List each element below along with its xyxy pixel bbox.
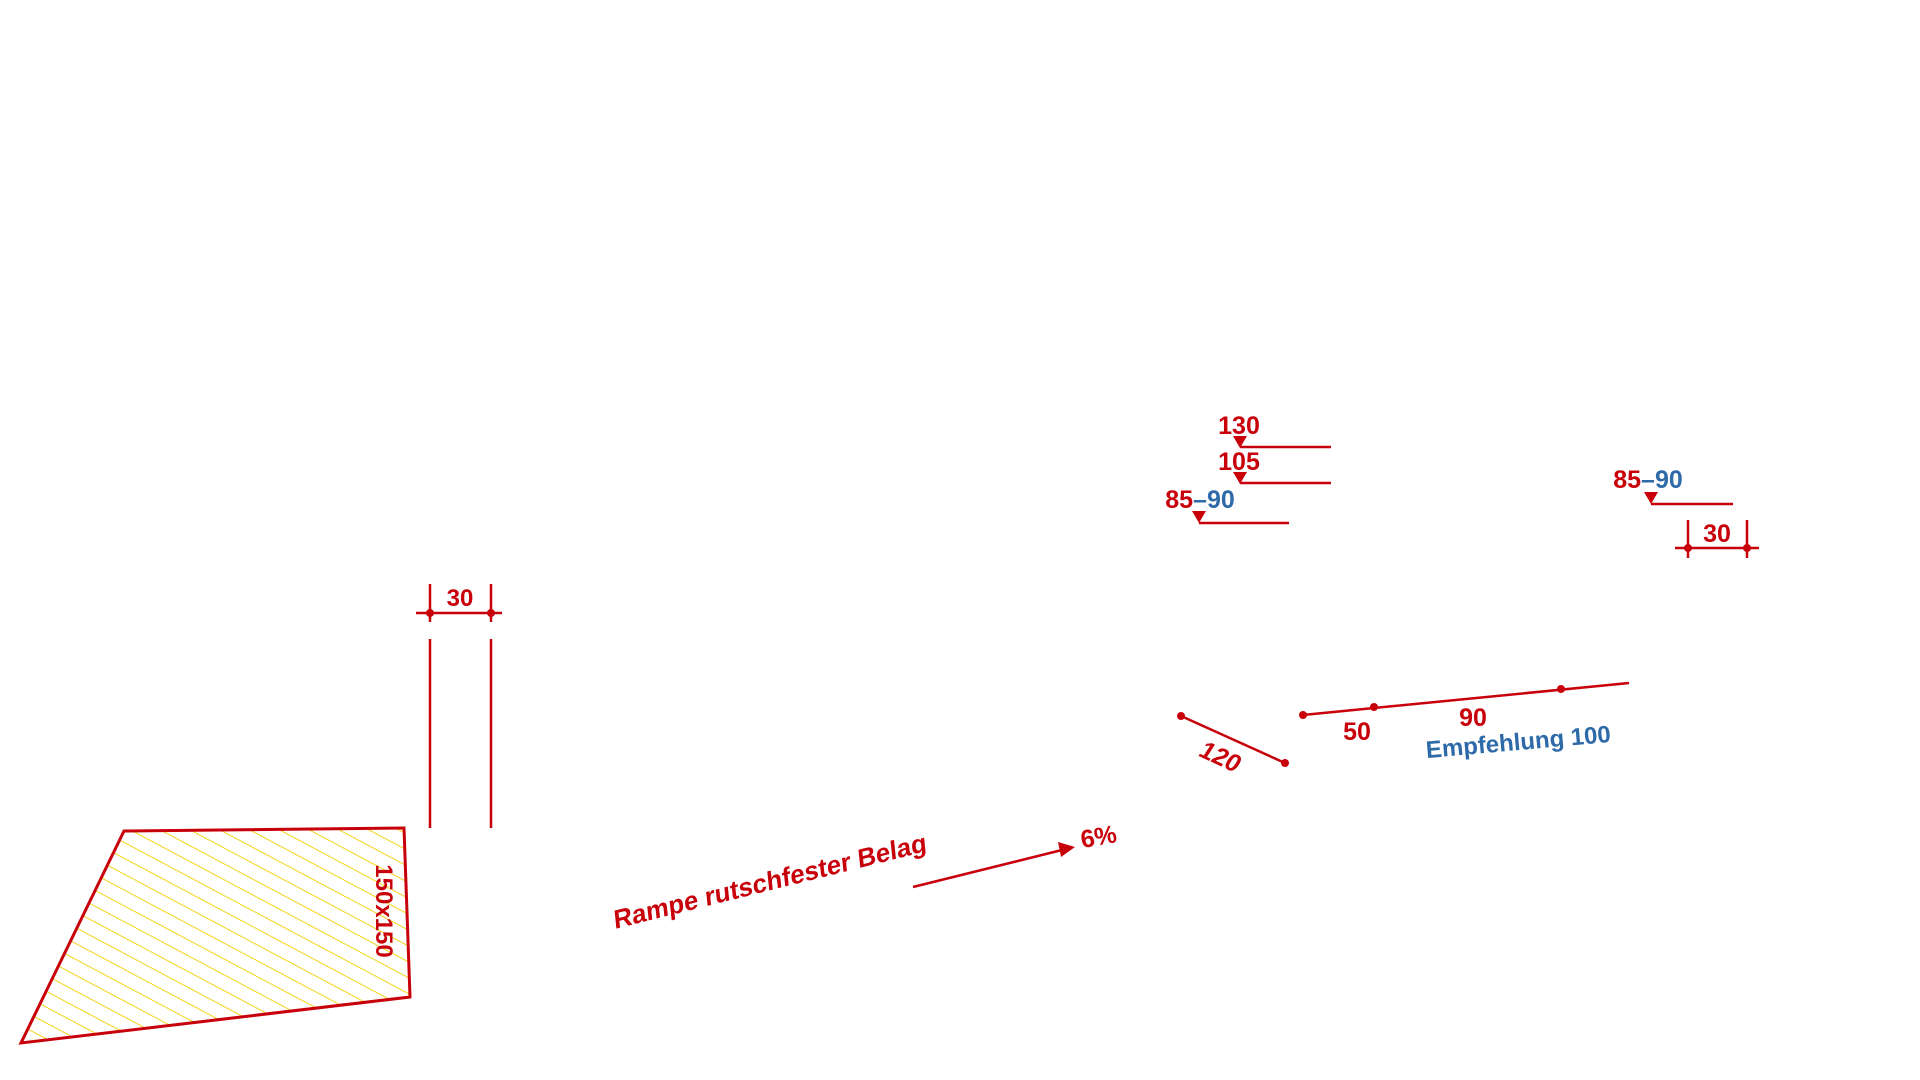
area-label: 150x150 (370, 864, 397, 957)
dimension-right-30: 30 (1675, 520, 1759, 558)
height-label: 105 (1218, 448, 1260, 476)
height-label: 130 (1218, 412, 1260, 440)
turning-area: 150x150 (18, 826, 412, 1045)
dimension-120: 120 (1177, 712, 1289, 778)
height-label: 85–90 (1165, 486, 1235, 514)
dimension-50-90: 50 90 Empfehlung 100 (1299, 681, 1630, 764)
height-marker-130: 130 (1218, 412, 1331, 449)
slope-label: 6% (1078, 820, 1118, 854)
ramp-label: Rampe rutschfester Belag (612, 827, 928, 935)
dimension-label: 50 (1343, 718, 1371, 746)
height-label: 85–90 (1613, 466, 1683, 494)
height-marker-105: 105 (1218, 448, 1331, 485)
dimension-label: 30 (1703, 520, 1731, 548)
dimension-label: 30 (447, 585, 474, 612)
dimension-left-30: 30 (416, 584, 502, 622)
height-marker-85-90-right: 85–90 (1613, 466, 1733, 506)
slope-arrow (912, 842, 1075, 889)
recommendation-label: Empfehlung 100 (1425, 721, 1612, 764)
height-marker-85-90-left: 85–90 (1165, 486, 1289, 525)
dimension-label: 90 (1459, 704, 1487, 732)
